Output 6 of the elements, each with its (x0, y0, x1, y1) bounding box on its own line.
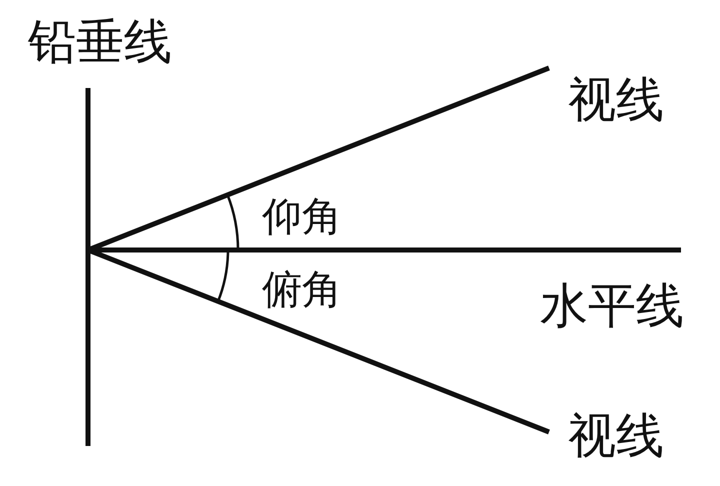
text-label: 俯角 (262, 270, 342, 310)
text-label: 仰角 (262, 197, 342, 237)
text-label: 视线 (568, 412, 664, 460)
text-label: 视线 (568, 76, 664, 124)
text-label: 铅垂线 (28, 18, 172, 66)
text-label: 水平线 (540, 282, 684, 330)
